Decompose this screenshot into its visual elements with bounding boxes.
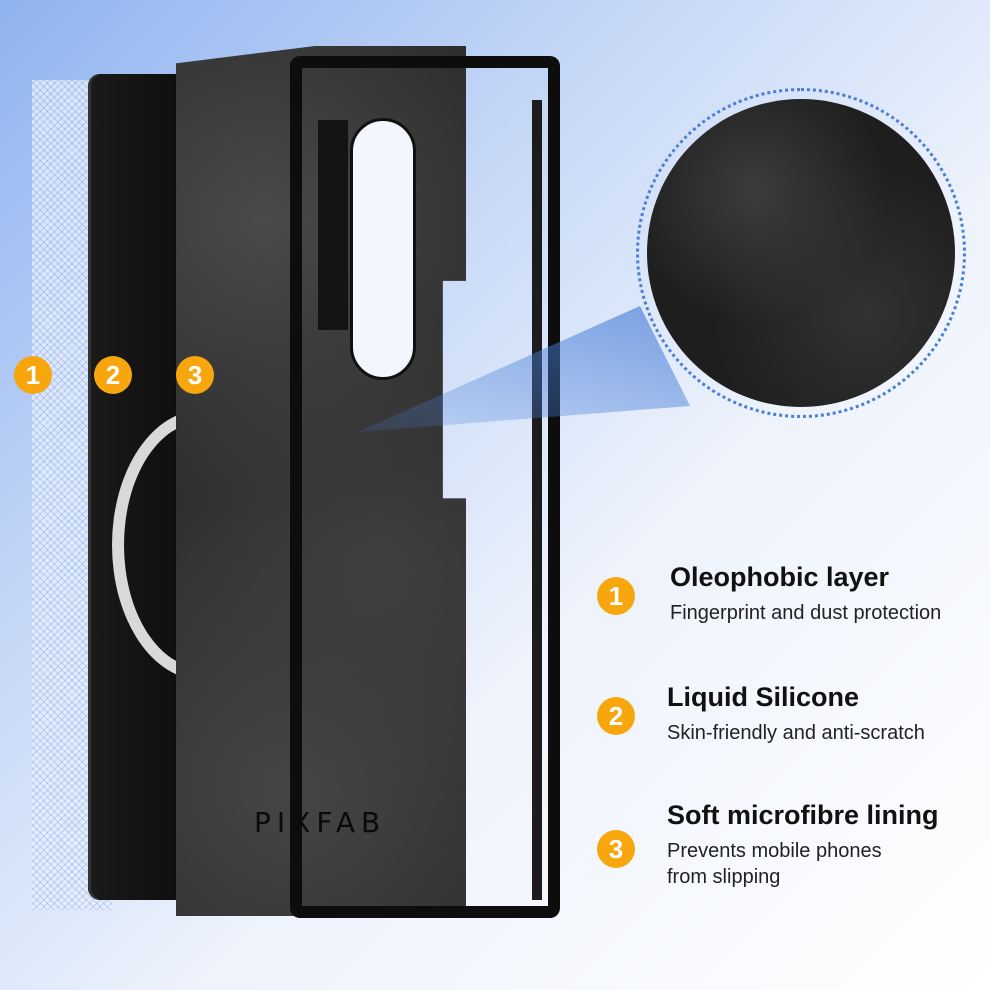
brand-logo: PIXFAB	[254, 806, 387, 839]
frame-edge	[532, 100, 542, 900]
feature-1-description: Fingerprint and dust protection	[670, 602, 942, 624]
feature-2-title: Liquid Silicone	[667, 682, 860, 712]
microfibre-zoom-circle	[636, 88, 966, 418]
feature-1-badge: 1	[597, 577, 635, 615]
phone-frame	[290, 56, 560, 918]
layer-marker-1: 1	[14, 356, 52, 394]
camera-cutout	[350, 118, 416, 380]
microfibre-texture	[647, 99, 955, 407]
feature-2-badge: 2	[597, 697, 635, 735]
feature-1-title: Oleophobic layer	[670, 562, 890, 592]
feature-3-title: Soft microfibre lining	[667, 800, 939, 830]
feature-3-badge: 3	[597, 830, 635, 868]
hinge-strip	[318, 120, 348, 330]
feature-2-description: Skin-friendly and anti-scratch	[667, 722, 925, 744]
feature-3-description-line-1: Prevents mobile phones	[667, 840, 882, 862]
feature-3-description-line-2: from slipping	[667, 866, 781, 888]
layer-marker-2: 2	[94, 356, 132, 394]
layer-marker-3: 3	[176, 356, 214, 394]
